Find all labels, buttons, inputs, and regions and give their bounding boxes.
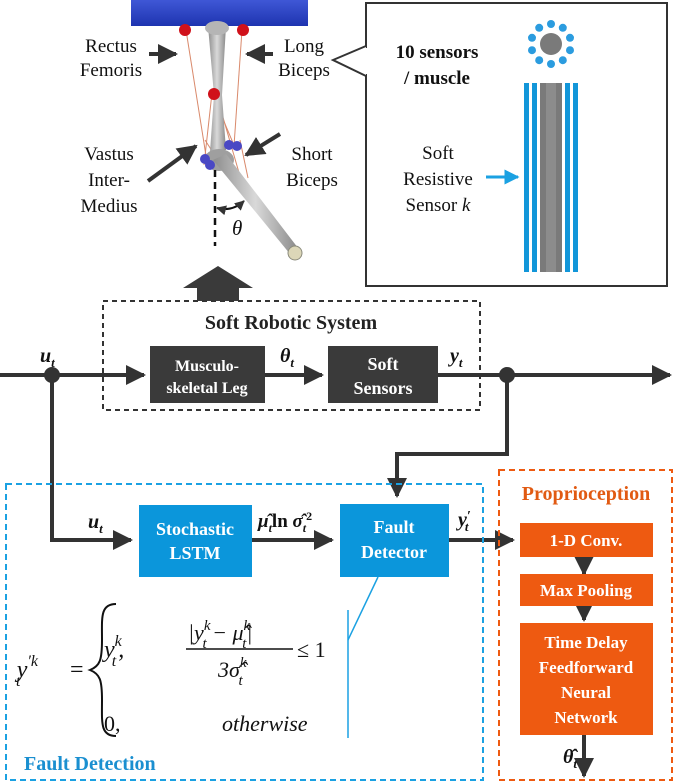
sensor-dot <box>547 60 555 68</box>
proprioception-section: Proprioception 1-D Conv. Max Pooling Tim… <box>498 469 673 781</box>
pool-block-label: Max Pooling <box>540 581 633 600</box>
callout-wedge <box>330 45 367 77</box>
tdnn-block-line3: Neural <box>561 683 611 702</box>
signal-mu-sigma: μ̂tln σ̂t2 <box>257 509 312 535</box>
junction-dot <box>499 367 515 383</box>
signal-lines <box>0 365 672 778</box>
signal-y-prime: y′t <box>456 509 471 534</box>
sensor-heading-line2: / muscle <box>403 68 470 89</box>
conv-block <box>520 523 653 557</box>
label-rectus-femoris-line2: Femoris <box>80 60 142 81</box>
sensor-dot <box>558 56 567 65</box>
conv-block-label: 1-D Conv. <box>550 531 623 550</box>
eq-case2-value: 0, <box>104 711 121 736</box>
sensor-heading-line1: 10 sensors <box>396 42 479 63</box>
fault-detector-line1: Fault <box>373 517 414 537</box>
label-long-biceps-line2: Biceps <box>278 60 330 81</box>
label-rectus-femoris-line1: Rectus <box>85 36 137 57</box>
leg-block <box>150 346 265 403</box>
label-vastus-line1: Vastus <box>84 144 134 165</box>
sensors-block-line2: Sensors <box>353 378 412 398</box>
fault-detection-label: Fault Detection <box>24 753 156 775</box>
leg-figure: θ Rectus Femoris Long Biceps Vastus Inte… <box>80 0 338 261</box>
shank-bone <box>213 154 298 254</box>
sensor-dot <box>528 33 536 42</box>
leg-block-line1: Musculo- <box>175 358 239 375</box>
attachment-marker <box>205 160 215 170</box>
sensor-dot <box>535 23 544 32</box>
lstm-block-line1: Stochastic <box>156 519 234 539</box>
tdnn-block-line4: Network <box>554 708 618 727</box>
sensor-bar <box>524 83 578 272</box>
label-short-biceps-line1: Short <box>291 144 333 165</box>
femur-head <box>205 21 229 35</box>
sensor-dot <box>558 23 567 32</box>
sensors-block <box>328 346 438 403</box>
ankle-ball <box>287 245 303 261</box>
leg-block-line2: skeletal Leg <box>166 380 247 397</box>
soft-robotic-system: Soft Robotic System Musculo- skeletal Le… <box>102 300 481 411</box>
sensor-panel: 10 sensors / muscle Soft Resistive Senso… <box>330 2 668 287</box>
eq-equals: = <box>70 657 84 683</box>
sensor-label-line2: Resistive <box>403 169 473 190</box>
label-short-biceps-line2: Biceps <box>286 170 338 191</box>
angle-label: θ <box>232 216 242 240</box>
label-vastus-line3: Medius <box>81 196 138 217</box>
signal-theta-hat: θ̂t <box>563 746 578 771</box>
signal-theta: θt <box>280 345 294 370</box>
fault-detection-frame <box>5 483 484 781</box>
attachment-marker <box>237 24 249 36</box>
junction-dot <box>44 367 60 383</box>
sensor-dot-ring <box>528 20 574 68</box>
lstm-block <box>139 505 252 577</box>
tdnn-block <box>520 623 653 735</box>
eq-le-one: ≤ 1 <box>297 637 326 662</box>
label-long-biceps-line1: Long <box>284 36 325 57</box>
sensor-panel-frame <box>365 2 668 287</box>
sensor-dot <box>528 46 536 55</box>
sensor-core <box>540 33 562 55</box>
sensor-label-line1: Soft <box>422 143 454 164</box>
proprioception-frame <box>498 469 673 781</box>
fault-detection-section: Fault Detection Stochastic LSTM Fault De… <box>5 483 484 781</box>
label-vastus-line2: Inter- <box>88 170 130 191</box>
sensor-dot <box>547 20 555 28</box>
signal-u-top: ut <box>40 345 55 370</box>
attachment-marker <box>179 24 191 36</box>
attachment-marker <box>208 88 220 100</box>
system-title: Soft Robotic System <box>205 312 378 334</box>
lstm-block-line2: LSTM <box>169 543 220 563</box>
tdnn-block-line2: Feedforward <box>539 658 634 677</box>
proprioception-label: Proprioception <box>522 483 651 505</box>
signal-u-lower: ut <box>88 511 103 536</box>
angle-arc <box>216 200 245 216</box>
attachment-marker <box>224 140 234 150</box>
fault-detector-line2: Detector <box>361 542 427 562</box>
pool-block <box>520 574 653 606</box>
sensor-dot <box>535 56 544 65</box>
tdnn-block-line1: Time Delay <box>544 633 628 652</box>
sensors-block-line1: Soft <box>368 354 399 374</box>
signal-y: yt <box>448 345 463 370</box>
up-arrow <box>183 266 253 301</box>
sensor-dot <box>566 46 574 55</box>
fault-detector-block <box>340 504 449 577</box>
eq-brace <box>87 603 117 737</box>
eq-otherwise: otherwise <box>222 711 308 736</box>
pointer-vastus <box>146 144 198 183</box>
sensor-dot <box>566 33 574 42</box>
attachment-marker <box>232 141 242 151</box>
detector-equation-link <box>347 576 379 641</box>
sensor-label-line3: Sensor k <box>406 195 471 216</box>
pointer-short-biceps <box>244 132 282 157</box>
